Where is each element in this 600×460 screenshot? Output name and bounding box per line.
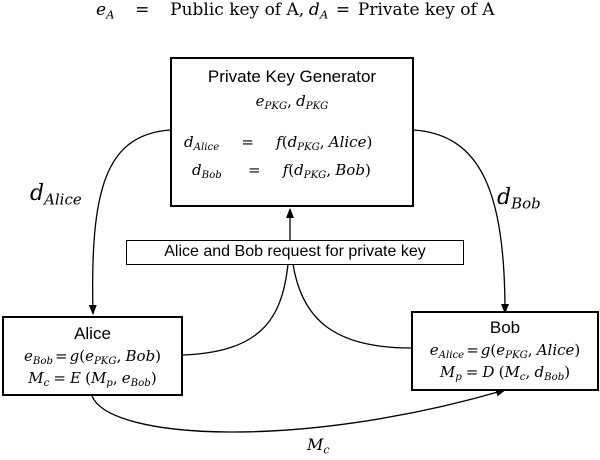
bob-title: Bob [489,318,521,337]
request-label: Alice and Bob request for private key [164,243,426,260]
arrow-pkg-to-alice [88,129,171,315]
legend: eA = Public key of A, dA = Private key o… [96,0,495,22]
alice-box [2,316,183,396]
edge-label-mc: Mc [307,435,330,457]
arrow-pkg-to-bob [413,129,509,314]
line-bob-request [292,263,412,349]
pkg-box [170,57,414,207]
edge-label-d-alice: dAlice [30,181,82,209]
bob-line-ealice: eAlice=g(ePKG, Alice) [429,341,581,362]
alice-line-ebob: eBob=g(ePKG, Bob) [23,347,162,368]
pkg-eq-alice: dAlice = f(dPKG, Alice) [184,133,373,154]
pkg-eq-bob: dBob = f(dPKG, Bob) [192,161,371,182]
alice-title: Alice [74,324,111,343]
line-alice-request [182,263,289,356]
edge-label-d-bob: dBob [497,185,541,213]
bob-box [411,311,599,391]
bob-line-mp: Mp=D (Mc, dBob) [439,363,571,384]
alice-line-mc: Mc=E (Mp, eBob) [28,369,157,390]
arrow-alice-to-bob [91,388,506,433]
pkg-title: Private Key Generator [207,67,377,86]
pkg-keys: ePKG, dPKG [255,92,329,113]
request-label-box [126,240,464,265]
